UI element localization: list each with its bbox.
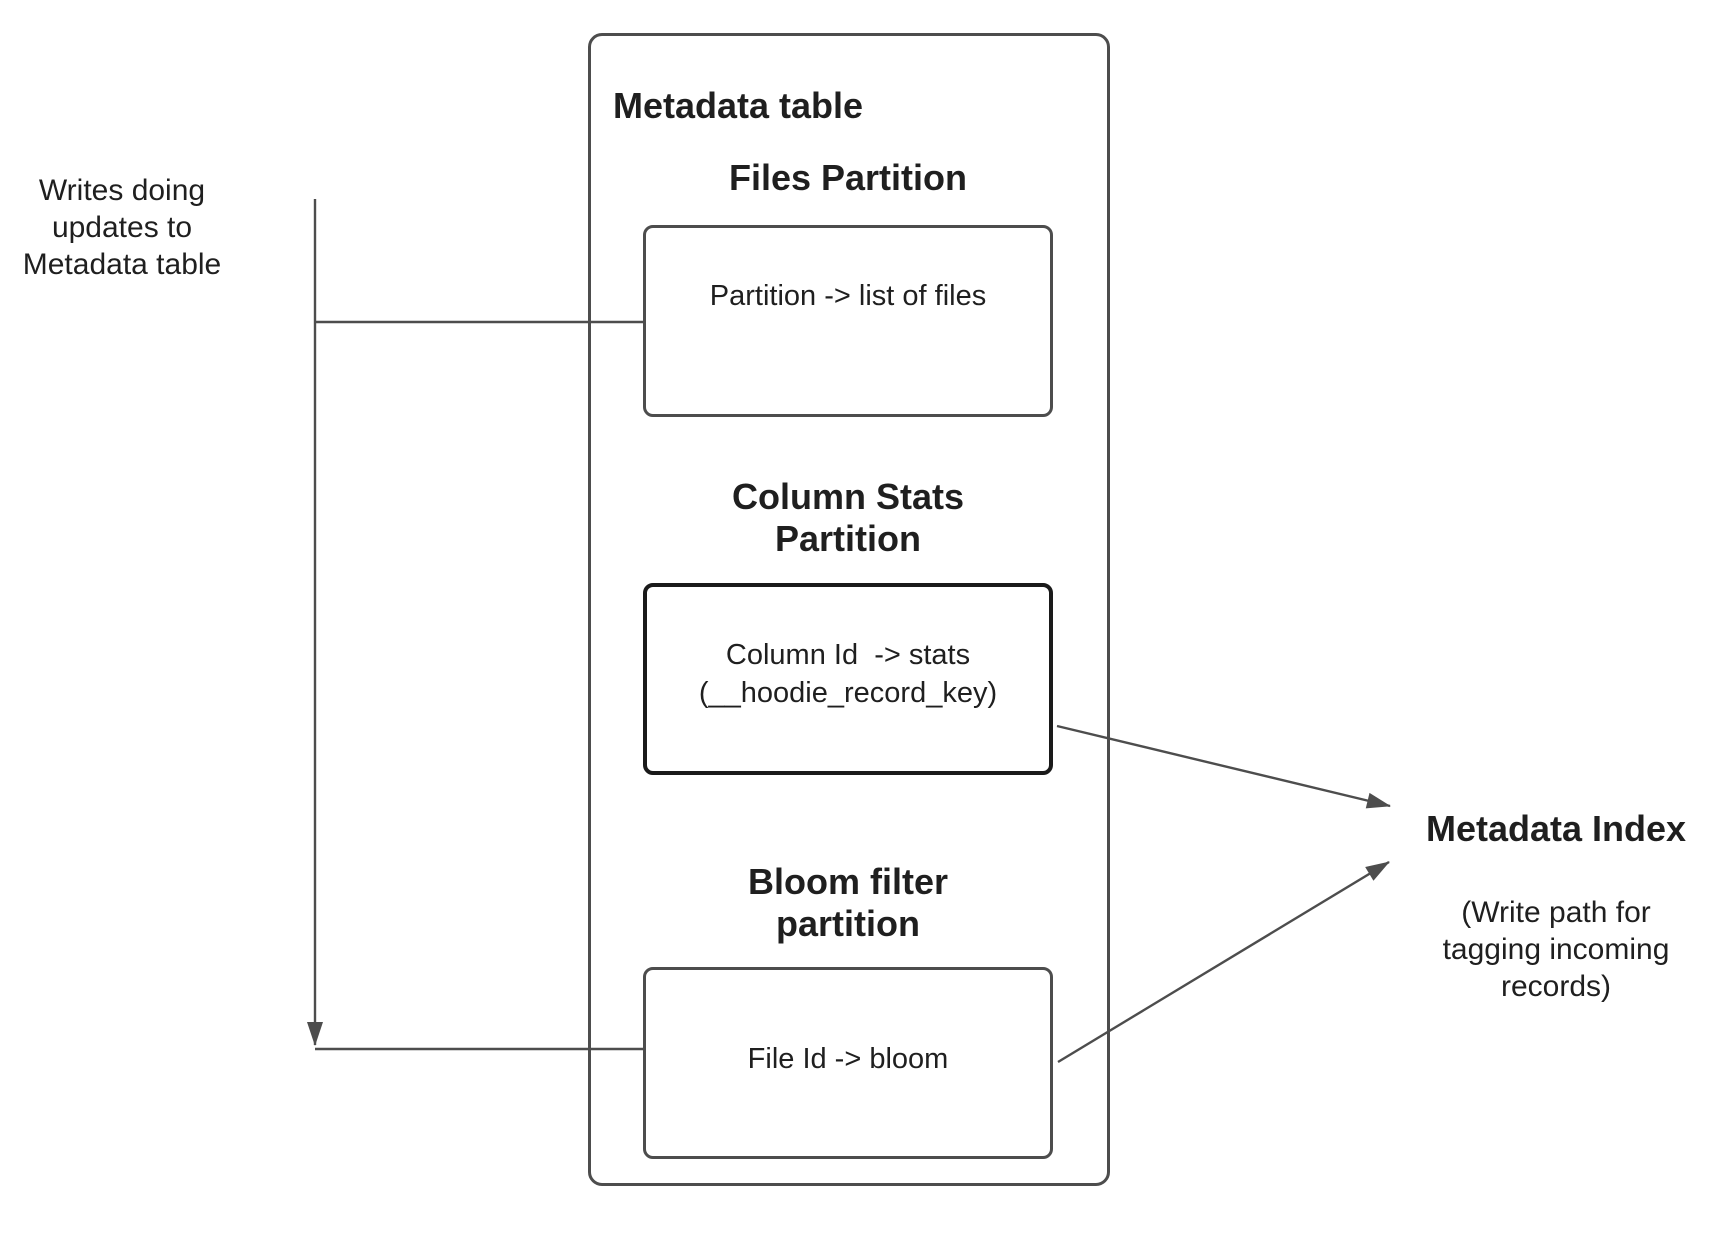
metadata-table-title: Metadata table xyxy=(613,85,864,126)
column-stats-partition-heading: Column Stats Partition xyxy=(731,476,964,559)
bloom-filter-partition-content: File Id -> bloom xyxy=(747,1043,949,1075)
metadata-index-subtitle: (Write path for tagging incoming records… xyxy=(1442,896,1670,1003)
files-partition-content: Partition -> list of files xyxy=(709,280,987,312)
writes-updates-note: Writes doing updates to Metadata table xyxy=(22,174,222,281)
bloom-filter-partition-box xyxy=(643,967,1053,1159)
metadata-table-container xyxy=(588,33,1110,1186)
bloom-filter-partition-heading: Bloom filter partition xyxy=(747,861,948,944)
column-stats-partition-content: Column Id -> stats (__hoodie_record_key) xyxy=(698,639,998,709)
files-partition-heading: Files Partition xyxy=(728,157,968,198)
files-partition-box xyxy=(643,225,1053,417)
bloom-to-index-arrow xyxy=(1057,860,1390,1064)
column-stats-to-index-arrow xyxy=(1056,724,1391,809)
column-stats-partition-box xyxy=(643,583,1053,775)
metadata-index-title: Metadata Index xyxy=(1425,808,1687,849)
